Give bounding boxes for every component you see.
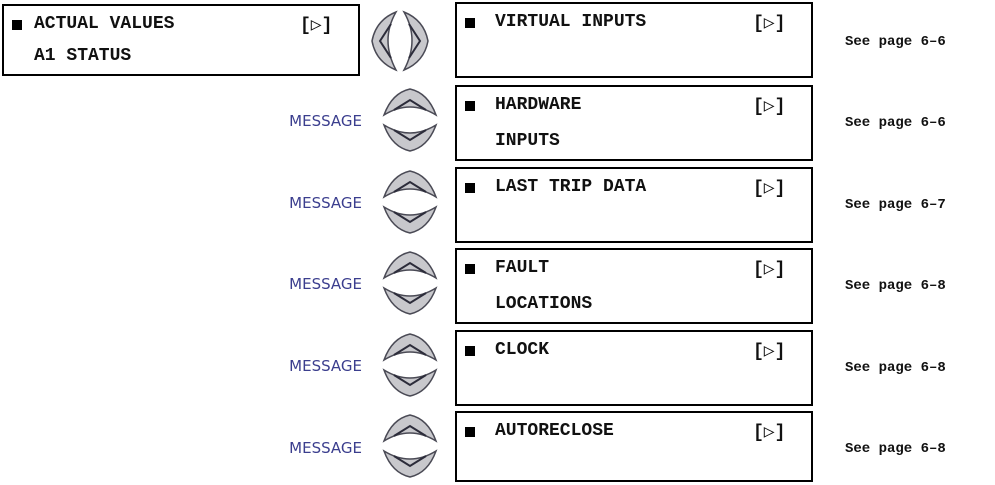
- up-down-arrow-keys-icon: [382, 333, 438, 397]
- bullet-square-icon: [12, 20, 22, 30]
- menu-item-autoreclose: AUTORECLOSE [▷]: [455, 411, 813, 482]
- menu-item-clock: CLOCK [▷]: [455, 330, 813, 406]
- bullet-square-icon: [465, 264, 475, 274]
- item-line1: VIRTUAL INPUTS: [495, 12, 647, 32]
- page-reference: See page 6–6: [845, 115, 946, 131]
- item-arrow: [▷]: [753, 179, 786, 199]
- main-display-line2: A1 STATUS: [34, 46, 132, 66]
- item-line1: AUTORECLOSE: [495, 421, 614, 441]
- main-display-arrow: [▷]: [300, 16, 333, 36]
- main-display: ACTUAL VALUES [▷] A1 STATUS: [2, 4, 360, 76]
- page-reference: See page 6–7: [845, 197, 946, 213]
- bullet-square-icon: [465, 18, 475, 28]
- message-label: MESSAGE: [289, 112, 362, 130]
- menu-item-virtual-inputs: VIRTUAL INPUTS [▷]: [455, 2, 813, 78]
- item-arrow: [▷]: [753, 260, 786, 280]
- bullet-square-icon: [465, 427, 475, 437]
- item-arrow: [▷]: [753, 14, 786, 34]
- main-display-line1: ACTUAL VALUES: [34, 14, 175, 34]
- bullet-square-icon: [465, 101, 475, 111]
- message-label: MESSAGE: [289, 357, 362, 375]
- item-arrow: [▷]: [753, 97, 786, 117]
- bullet-square-icon: [465, 183, 475, 193]
- item-arrow: [▷]: [753, 423, 786, 443]
- menu-item-hardware-inputs: HARDWARE [▷] INPUTS: [455, 85, 813, 161]
- menu-item-last-trip-data: LAST TRIP DATA [▷]: [455, 167, 813, 243]
- up-down-arrow-keys-icon: [382, 88, 438, 152]
- item-arrow: [▷]: [753, 342, 786, 362]
- up-down-arrow-keys-icon: [382, 170, 438, 234]
- item-line2: LOCATIONS: [495, 294, 593, 314]
- left-right-arrow-keys-icon: [371, 10, 429, 72]
- message-label: MESSAGE: [289, 439, 362, 457]
- item-line1: LAST TRIP DATA: [495, 177, 647, 197]
- page-reference: See page 6–8: [845, 278, 946, 294]
- bullet-square-icon: [465, 346, 475, 356]
- item-line1: FAULT: [495, 258, 550, 278]
- page-reference: See page 6–8: [845, 360, 946, 376]
- item-line1: HARDWARE: [495, 95, 582, 115]
- page-reference: See page 6–8: [845, 441, 946, 457]
- menu-item-fault-locations: FAULT [▷] LOCATIONS: [455, 248, 813, 324]
- item-line1: CLOCK: [495, 340, 550, 360]
- up-down-arrow-keys-icon: [382, 251, 438, 315]
- page-reference: See page 6–6: [845, 34, 946, 50]
- item-line2: INPUTS: [495, 131, 560, 151]
- up-down-arrow-keys-icon: [382, 414, 438, 478]
- message-label: MESSAGE: [289, 275, 362, 293]
- message-label: MESSAGE: [289, 194, 362, 212]
